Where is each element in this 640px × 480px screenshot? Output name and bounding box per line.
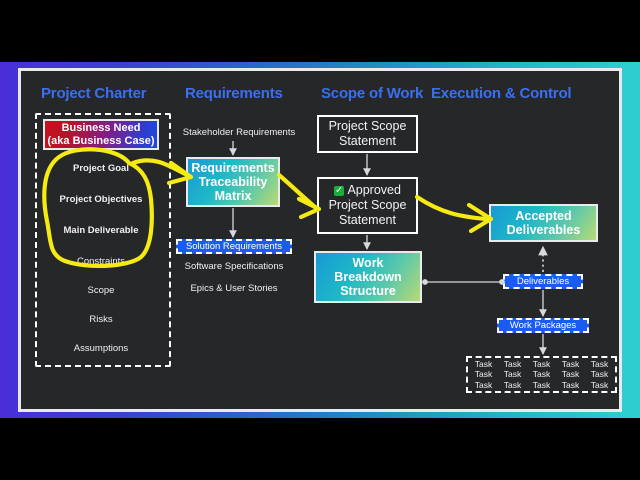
wbs-line2: Breakdown xyxy=(334,270,402,284)
work-packages-chip: Work Packages xyxy=(497,318,589,333)
business-need-line2: (aka Business Case) xyxy=(47,134,155,147)
highlight-circle-charter xyxy=(42,147,154,269)
task-cell: Task xyxy=(561,358,580,369)
task-cell: Task xyxy=(590,379,609,390)
accepted-line2: Deliverables xyxy=(506,223,581,237)
rtm-line2: Traceability xyxy=(198,175,268,189)
charter-item-project-goal: Project Goal xyxy=(73,163,129,174)
epics-user-stories-label: Epics & User Stories xyxy=(190,283,278,294)
task-cell: Task xyxy=(590,369,609,380)
task-cell: Task xyxy=(561,369,580,380)
charter-item-risks: Risks xyxy=(89,314,113,325)
wbs-line3: Structure xyxy=(340,284,396,298)
highlight-arrow-approved-to-accepted-head xyxy=(466,202,494,234)
highlight-arrow-charter-to-rtm-head xyxy=(166,160,194,186)
check-mark-icon: ✓ xyxy=(334,184,345,196)
scope-statement-line1: Project Scope xyxy=(328,119,407,134)
column-header-scope: Scope of Work xyxy=(321,85,424,102)
task-cell: Task xyxy=(561,379,580,390)
task-cell: Task xyxy=(532,358,551,369)
rtm-line3: Matrix xyxy=(214,189,252,203)
task-cell: Task xyxy=(532,369,551,380)
approved-line1: Approved xyxy=(347,183,401,198)
wbs-line1: Work xyxy=(352,256,384,270)
task-cell: Task xyxy=(503,358,522,369)
task-cell: Task xyxy=(474,379,493,390)
column-header-execution: Execution & Control xyxy=(431,85,572,102)
rtm-line1: Requirements xyxy=(191,161,275,175)
column-header-requirements: Requirements xyxy=(185,85,283,102)
task-cell: Task xyxy=(532,379,551,390)
charter-item-project-objectives: Project Objectives xyxy=(59,194,143,205)
approved-line2: Project Scope xyxy=(328,198,407,213)
software-specifications-label: Software Specifications xyxy=(184,261,284,272)
stakeholder-requirements-label: Stakeholder Requirements xyxy=(182,127,296,138)
approved-project-scope-statement-box: ✓ Approved Project Scope Statement xyxy=(317,177,418,234)
charter-item-assumptions: Assumptions xyxy=(73,343,129,354)
task-cell: Task xyxy=(474,358,493,369)
accepted-deliverables-box: Accepted Deliverables xyxy=(489,204,598,242)
column-header-charter: Project Charter xyxy=(41,85,147,102)
deliverables-chip: Deliverables xyxy=(503,274,583,289)
scope-statement-line2: Statement xyxy=(339,134,396,148)
work-breakdown-structure-box: Work Breakdown Structure xyxy=(314,251,422,303)
task-cell: Task xyxy=(474,369,493,380)
charter-item-main-deliverable: Main Deliverable xyxy=(63,225,139,236)
solution-requirements-chip: Solution Requirements xyxy=(176,239,292,254)
business-need-box: Business Need (aka Business Case) xyxy=(43,119,159,150)
accepted-line1: Accepted xyxy=(515,209,572,223)
charter-item-scope: Scope xyxy=(87,285,115,296)
project-charter-group xyxy=(35,113,171,367)
charter-item-constraints: Constraints xyxy=(76,256,126,267)
highlight-arrow-rtm-to-approved-head xyxy=(296,196,322,220)
approved-line3: Statement xyxy=(339,212,396,227)
highlight-arrow-approved-to-accepted xyxy=(414,194,490,222)
approved-line1-row: ✓ Approved xyxy=(334,183,401,198)
requirements-traceability-matrix-box: Requirements Traceability Matrix xyxy=(186,157,280,207)
business-need-line1: Business Need xyxy=(61,122,141,135)
task-cell: Task xyxy=(503,369,522,380)
diagram-canvas: Project Charter Requirements Scope of Wo… xyxy=(21,71,619,409)
project-scope-statement-box: Project Scope Statement xyxy=(317,115,418,153)
task-cell: Task xyxy=(503,379,522,390)
task-cell: Task xyxy=(590,358,609,369)
connector-overlay xyxy=(42,141,548,356)
